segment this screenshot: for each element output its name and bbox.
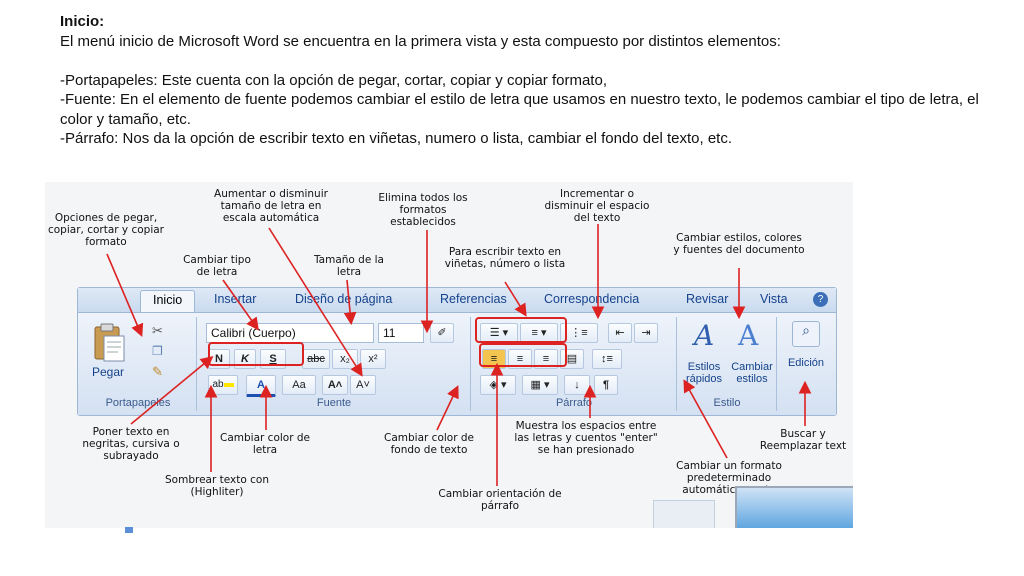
annotation-shading: Cambiar color de fondo de texto <box>384 432 474 456</box>
group-label-fuente: Fuente <box>316 397 352 409</box>
change-case-button[interactable]: Aa <box>282 375 316 395</box>
paragraph-portapapeles: -Portapapeles: Este cuenta con la opción… <box>60 71 607 89</box>
increase-indent-icon[interactable]: ⇥ <box>634 323 658 343</box>
annotation-clear-format: Elimina todos los formatos establecidos <box>378 192 468 228</box>
line-spacing-icon[interactable]: ↕≡ <box>592 349 622 369</box>
annotation-alignment: Cambiar orientación de párrafo <box>438 488 562 512</box>
paragraph-fuente: -Fuente: En el elemento de fuente podemo… <box>60 91 979 128</box>
screen-decoration <box>735 486 853 528</box>
copy-icon[interactable]: ❐ <box>152 344 163 358</box>
annotation-find-replace: Buscar y Reemplazar text <box>759 428 847 452</box>
monitor-decoration <box>653 500 715 528</box>
annotation-bold: Poner texto en negritas, cursiva o subra… <box>82 426 180 462</box>
tab-referencias[interactable]: Referencias <box>440 292 507 306</box>
grow-font-button[interactable]: A˄ <box>322 375 348 395</box>
show-marks-button[interactable]: ¶ <box>594 375 618 395</box>
group-parrafo: ☰ ▾ ≡ ▾ ⋮≡ ⇤ ⇥ ≡ ≡ ≡ ▤ ↕≡ ◈ ▾ ▦ ▾ ↓ ¶ Pá… <box>472 317 677 411</box>
highlight-box-alignment <box>479 343 567 367</box>
highlight-box-bold <box>208 342 304 366</box>
help-icon[interactable]: ? <box>813 292 828 307</box>
annotation-font-color: Cambiar color de letra <box>220 432 310 456</box>
ribbon-figure: Opciones de pegar, copiar, cortar y copi… <box>45 182 853 528</box>
annotation-indent: Incrementar o disminuir el espacio del t… <box>544 188 650 224</box>
slide-title: Inicio: <box>60 13 105 30</box>
word-ribbon: Inicio Insertar Diseño de página Referen… <box>77 287 837 416</box>
group-label-estilo: Estilo <box>713 397 741 409</box>
align-center-icon[interactable]: ≡ <box>508 349 532 369</box>
group-edicion: ⌕ Edición <box>778 317 834 411</box>
highlight-box-lists <box>475 317 567 343</box>
editing-label[interactable]: Edición <box>787 357 825 369</box>
format-painter-icon[interactable]: ✎ <box>152 364 163 379</box>
shading-icon[interactable]: ◈ ▾ <box>480 375 516 395</box>
tab-inicio[interactable]: Inicio <box>140 290 196 312</box>
annotation-grow-shrink: Aumentar o disminuir tamaño de letra en … <box>214 188 328 224</box>
slide-text: Inicio: El menú inicio de Microsoft Word… <box>60 12 995 149</box>
annotation-font-type: Cambiar tipo de letra <box>183 254 251 278</box>
paragraph-parrafo: -Párrafo: Nos da la opción de escribir t… <box>60 130 733 147</box>
annotation-highlight: Sombrear texto con (Highliter) <box>165 474 269 498</box>
change-styles-label[interactable]: Cambiar estilos <box>731 361 773 385</box>
clear-format-icon[interactable]: ✐ <box>430 323 454 343</box>
ribbon-tabs: Inicio Insertar Diseño de página Referen… <box>78 288 836 313</box>
annotation-arrows <box>106 224 812 486</box>
decrease-indent-icon[interactable]: ⇤ <box>608 323 632 343</box>
slide-intro: El menú inicio de Microsoft Word se encu… <box>60 32 781 50</box>
group-label-parrafo: Párrafo <box>555 397 593 409</box>
annotation-paste-options: Opciones de pegar, copiar, cortar y copi… <box>47 212 164 248</box>
group-portapapeles: Pegar ✂ ❐ ✎ Portapapeles <box>80 317 197 411</box>
annotation-font-size: Tamaño de la letra <box>313 254 384 278</box>
borders-icon[interactable]: ▦ ▾ <box>522 375 558 395</box>
tab-vista[interactable]: Vista <box>760 292 788 306</box>
annotation-show-marks: Muestra los espacios entre las letras y … <box>514 420 658 456</box>
tab-revisar[interactable]: Revisar <box>686 292 729 306</box>
group-label-portapapeles: Portapapeles <box>105 397 171 409</box>
superscript-button[interactable]: x² <box>360 349 386 369</box>
paste-button-label[interactable]: Pegar <box>91 365 125 379</box>
change-styles-icon[interactable]: A <box>738 319 759 352</box>
tab-insertar[interactable]: Insertar <box>214 292 257 306</box>
binoculars-icon[interactable]: ⌕ <box>792 321 820 347</box>
paste-icon[interactable] <box>92 323 126 363</box>
ribbon-body: Pegar ✂ ❐ ✎ Portapapeles Calibri (Cuerpo… <box>78 313 836 415</box>
multilevel-list-icon[interactable]: ⋮≡ <box>560 323 598 343</box>
quick-styles-icon[interactable]: A <box>694 319 715 352</box>
annotation-bullets: Para escribir texto en viñetas, número o… <box>444 246 566 270</box>
align-right-icon[interactable]: ≡ <box>534 349 558 369</box>
tab-diseno-de-pagina[interactable]: Diseño de página <box>295 292 393 306</box>
annotation-styles: Cambiar estilos, colores y fuentes del d… <box>673 232 805 256</box>
slide-bullet-decoration <box>125 527 133 533</box>
scissors-icon[interactable]: ✂ <box>152 323 163 338</box>
numbering-icon[interactable]: ≡ ▾ <box>520 323 558 343</box>
shrink-font-button[interactable]: A˅ <box>350 375 376 395</box>
tab-correspondencia[interactable]: Correspondencia <box>544 292 640 306</box>
